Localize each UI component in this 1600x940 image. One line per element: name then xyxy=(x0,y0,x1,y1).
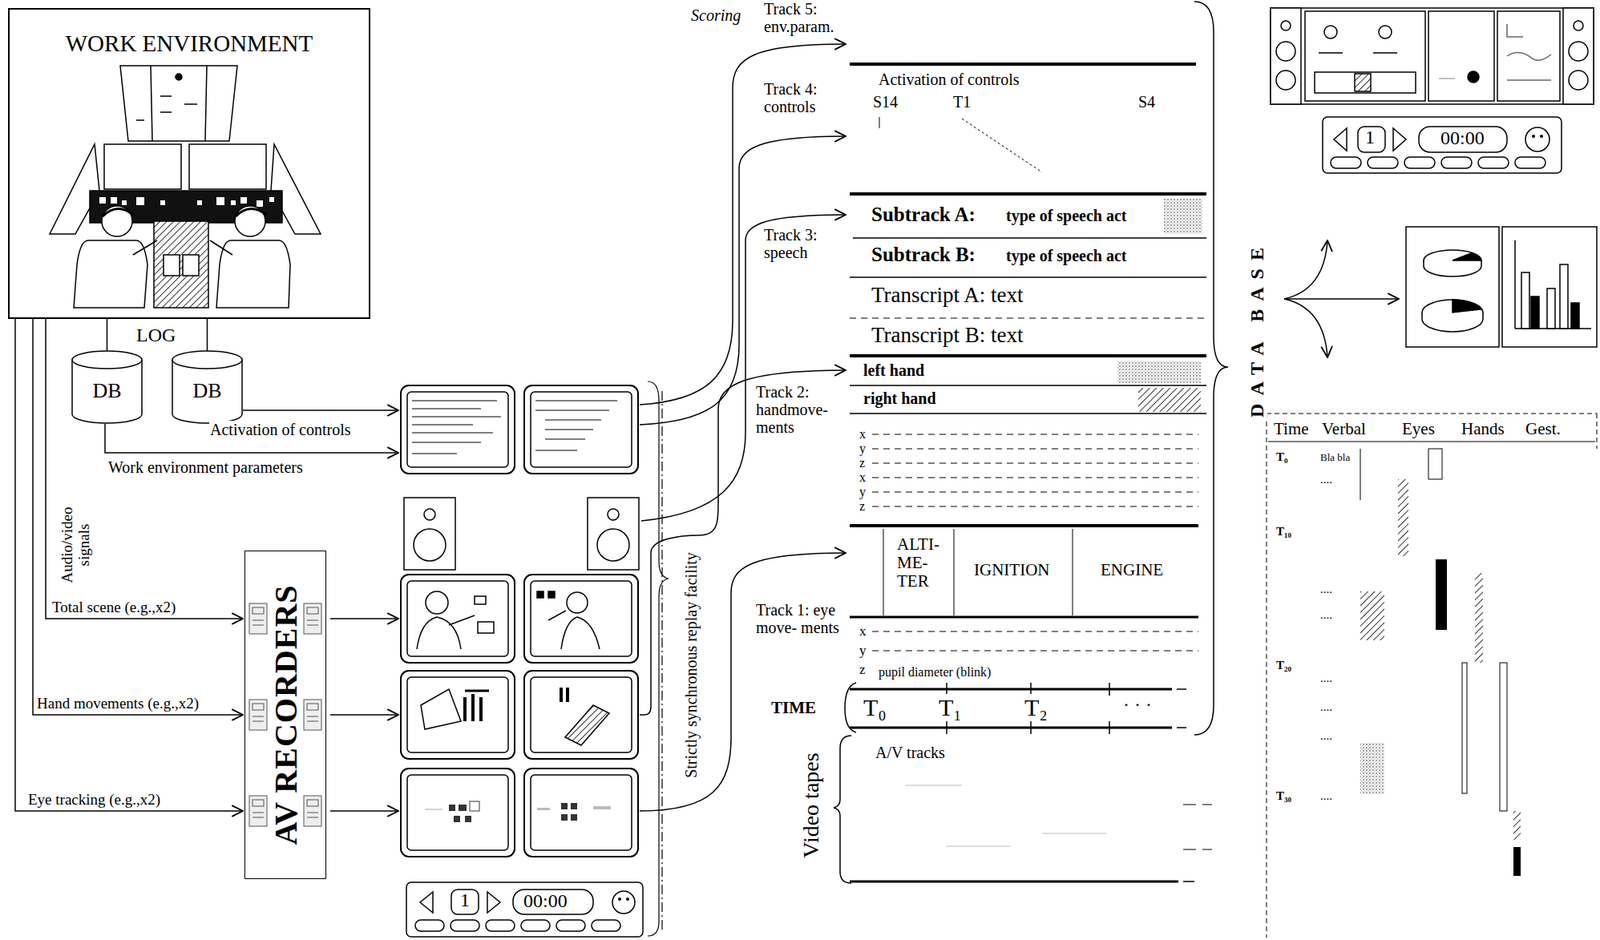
text-label: .... xyxy=(1319,472,1334,487)
text-label: T₁ xyxy=(937,694,963,721)
text-label: Track 1: eye move- ments xyxy=(755,601,845,637)
text-label: right hand xyxy=(862,389,938,408)
text-label: Subtrack B: xyxy=(870,243,977,267)
vertical-label: Strictly synchronous replay facility xyxy=(682,551,700,780)
vertical-label: Video tapes xyxy=(799,751,825,859)
text-label: type of speech act xyxy=(1005,246,1128,265)
text-label: A/V tracks xyxy=(874,743,946,762)
text-label: .... xyxy=(1319,582,1334,597)
environment-box: WORK ENVIRONMENT xyxy=(8,8,371,320)
text-label: 1 xyxy=(459,889,471,911)
text-label: LOG xyxy=(135,324,177,346)
text-label: Gest. xyxy=(1524,420,1562,439)
text-label: 1 xyxy=(1364,126,1376,148)
text-label: Track 4: controls xyxy=(763,80,853,116)
text-label: x xyxy=(858,624,868,640)
text-label: y xyxy=(858,643,868,659)
connector xyxy=(106,319,109,352)
text-label: .... xyxy=(1319,608,1334,623)
vertical-label: DATA BASE xyxy=(1246,238,1268,419)
text-label: T₀ xyxy=(862,694,888,721)
text-label: T1 xyxy=(952,92,972,111)
text-label: ENGINE xyxy=(1099,561,1164,580)
text-label: Activation of controls xyxy=(209,420,352,439)
vertical-label: Audio/video signals xyxy=(59,500,93,590)
text-label: Work environment parameters xyxy=(107,458,304,477)
db-label: DB xyxy=(171,379,243,404)
text-label: Subtrack A: xyxy=(870,203,977,227)
text-label: Activation of controls xyxy=(877,70,1021,89)
text-label: x xyxy=(858,470,867,485)
text-label: Verbal xyxy=(1321,420,1367,439)
box-title: WORK ENVIRONMENT xyxy=(9,30,369,57)
text-label: S4 xyxy=(1137,92,1156,111)
text-label: T₀ xyxy=(1275,450,1289,465)
text-label: S14 xyxy=(872,92,899,111)
text-label: TIME xyxy=(770,698,817,718)
text-label: .... xyxy=(1319,729,1334,744)
text-label: 00:00 xyxy=(1439,127,1486,149)
database-cylinder: DB xyxy=(171,350,243,425)
text-label: y xyxy=(858,441,867,457)
text-label: z xyxy=(858,499,866,514)
text-label: ALTI- ME- TER xyxy=(896,535,950,591)
edge-label: Hand movements (e.g.,x2) xyxy=(36,695,200,713)
database-cylinder: DB xyxy=(71,350,143,425)
text-label: .... xyxy=(1319,700,1334,715)
text-label: x xyxy=(858,427,867,442)
recorder-box: AV RECORDERS xyxy=(244,550,327,880)
text-label: pupil diameter (blink) xyxy=(877,665,992,680)
text-label: .... xyxy=(1319,671,1334,686)
text-label: Track 2: handmove- ments xyxy=(755,383,845,437)
text-label: Eyes xyxy=(1401,420,1436,439)
text-label: Bla bla xyxy=(1319,452,1351,464)
text-label: Scoring xyxy=(690,6,742,25)
text-label: z xyxy=(858,456,866,471)
edge-label: Total scene (e.g.,x2) xyxy=(51,599,177,617)
text-label: type of speech act xyxy=(1005,206,1128,225)
text-label: Track 3: speech xyxy=(763,226,853,262)
text-label: T₁₀ xyxy=(1275,525,1293,539)
text-label: · · · xyxy=(1122,694,1153,716)
text-label: IGNITION xyxy=(973,561,1051,580)
text-label: y xyxy=(858,484,867,500)
recorder-label: AV RECORDERS xyxy=(266,584,305,845)
text-label: left hand xyxy=(862,361,926,380)
text-label: Hands xyxy=(1460,420,1506,439)
text-label: .... xyxy=(1319,789,1334,804)
text-label: Transcript A: text xyxy=(870,283,1025,308)
text-label: Track 5: env.param. xyxy=(763,0,853,36)
text-label: Transcript B: text xyxy=(870,323,1025,348)
connector xyxy=(206,319,209,352)
text-label: T₃₀ xyxy=(1275,789,1293,804)
text-label: T₂ xyxy=(1023,694,1049,721)
text-label: T₂₀ xyxy=(1275,658,1293,673)
db-label: DB xyxy=(71,379,143,404)
text-label: 00:00 xyxy=(522,890,569,912)
text-label: Time xyxy=(1272,420,1310,439)
connector xyxy=(15,319,243,812)
text-label: z xyxy=(858,662,867,679)
connector xyxy=(32,319,243,716)
edge-label: Eye tracking (e.g.,x2) xyxy=(27,791,162,809)
